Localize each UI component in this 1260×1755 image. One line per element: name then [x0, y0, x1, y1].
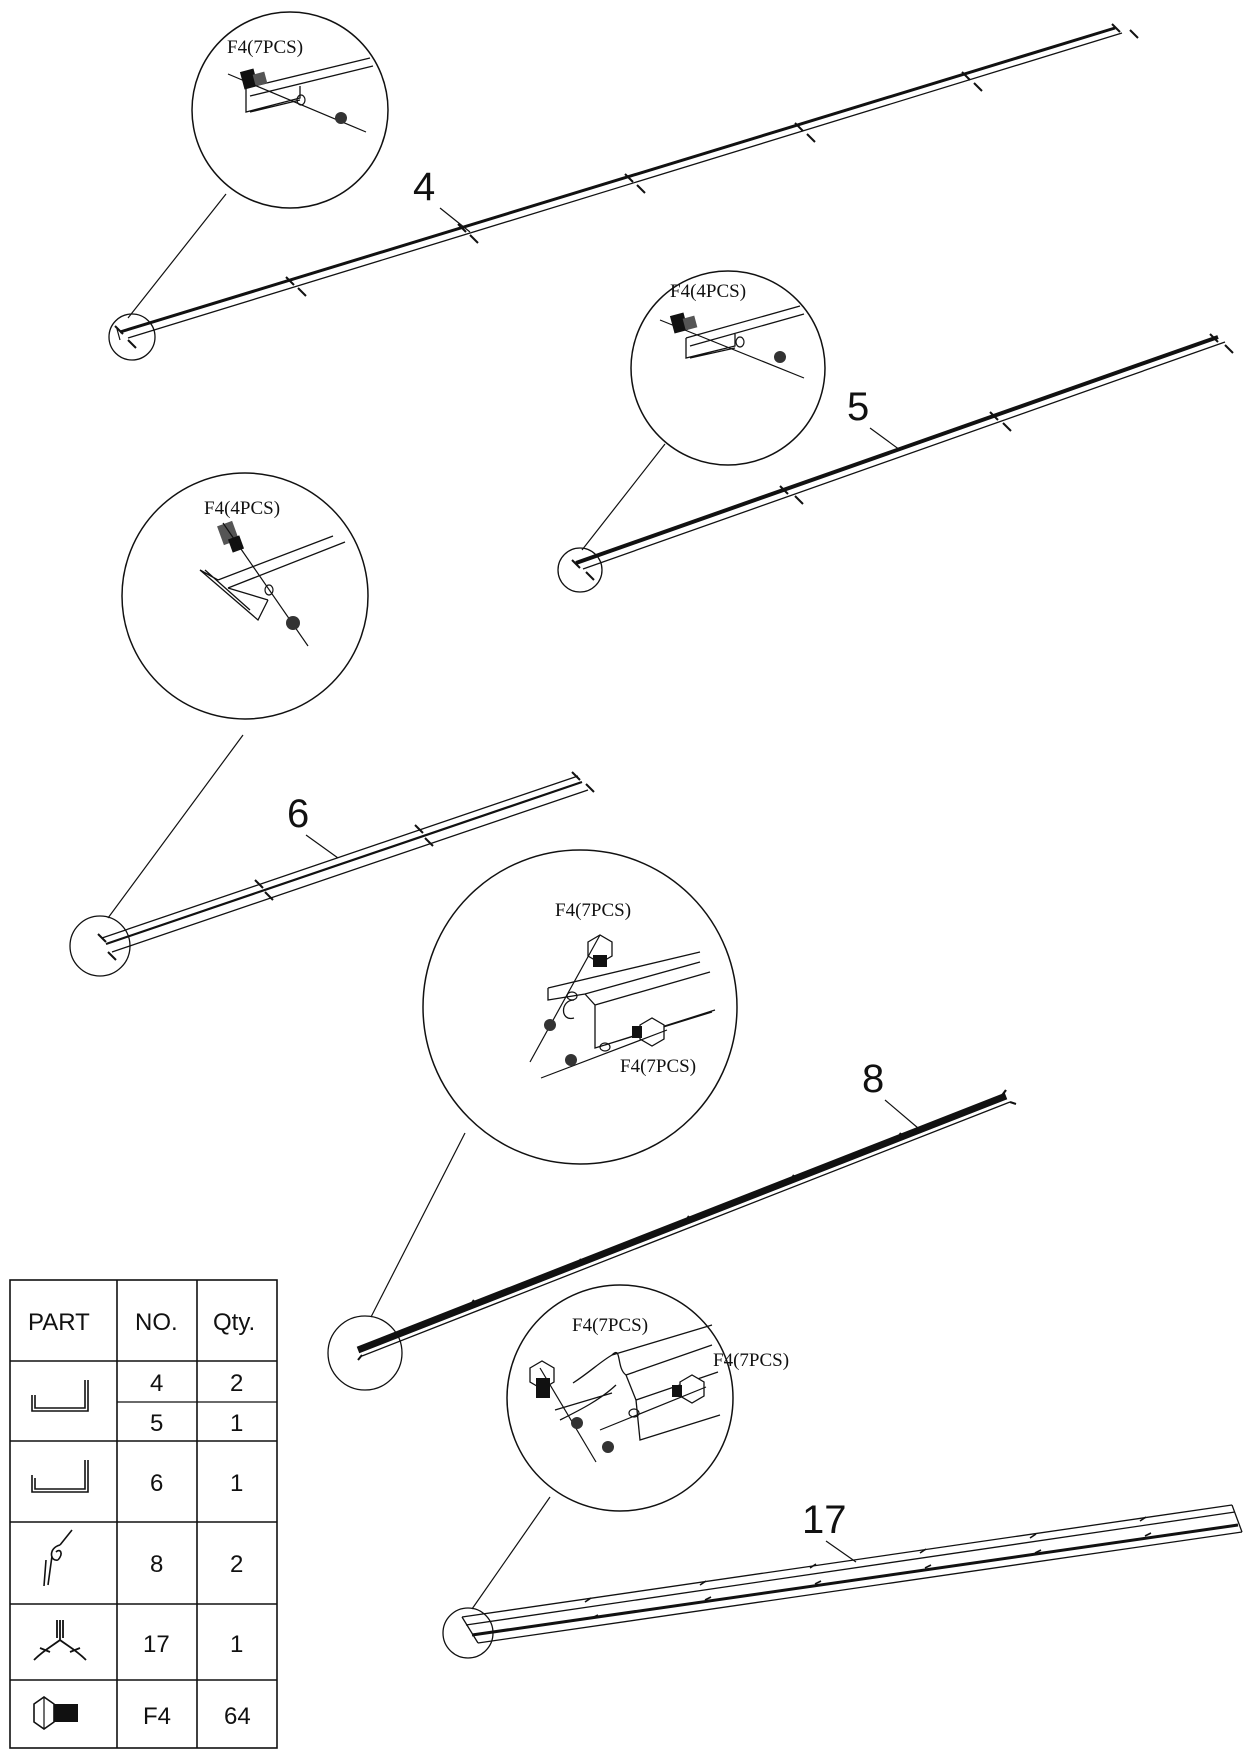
part-8-number: 8 — [862, 1057, 884, 1101]
part-17-detail-marker — [442, 1607, 494, 1659]
part-5-rail — [571, 333, 1234, 581]
table-row-6-qty: 64 — [224, 1703, 251, 1730]
part-6-detail-marker — [69, 915, 131, 977]
part-6-callout: F4(4PCS) — [204, 498, 280, 519]
bolt-icon — [239, 68, 268, 90]
part-5-number: 5 — [847, 385, 869, 429]
part-4-detail-marker — [108, 313, 156, 361]
part-8-group: F4(7PCS) F4(7PCS) 8 — [327, 849, 1017, 1391]
table-row-1-qty: 2 — [230, 1370, 243, 1397]
table-row-6-no: F4 — [143, 1703, 171, 1730]
part-17-callout-left: F4(7PCS) — [572, 1315, 648, 1336]
part-4-group: F4(7PCS) 4 — [108, 11, 1139, 361]
nut-icon — [774, 351, 786, 363]
bolt-icon — [529, 1360, 555, 1398]
table-row-4-qty: 2 — [230, 1551, 243, 1578]
part-4-callout: F4(7PCS) — [227, 37, 303, 58]
table-row-2-qty: 1 — [230, 1410, 243, 1437]
part-4-bolts — [114, 23, 1139, 349]
table-row-3-no: 6 — [150, 1470, 163, 1497]
part-6-number: 6 — [287, 792, 309, 836]
part-8-callout-bottom: F4(7PCS) — [620, 1056, 696, 1077]
nut-icon — [335, 112, 347, 124]
parts-table: PART NO. Qty. 4 2 5 1 6 1 8 2 17 1 F4 64 — [9, 1279, 278, 1749]
angle-profile-icon — [31, 1380, 89, 1412]
part-5-detail-marker — [557, 547, 603, 593]
part-17-callout-right: F4(7PCS) — [713, 1350, 789, 1371]
table-header-no: NO. — [135, 1309, 178, 1336]
nut-icon — [602, 1441, 614, 1453]
part-4-rail — [114, 23, 1139, 349]
part-6-rail — [97, 771, 595, 961]
part-17-number: 17 — [802, 1498, 847, 1542]
nut-icon — [565, 1054, 577, 1066]
channel-profile-icon — [31, 1460, 89, 1493]
nut-icon — [286, 616, 300, 630]
nut-icon — [571, 1417, 583, 1429]
part-17-detail-bubble: F4(7PCS) F4(7PCS) — [506, 1284, 789, 1512]
table-row-1-no: 4 — [150, 1370, 163, 1397]
part-8-callout-top: F4(7PCS) — [555, 900, 631, 921]
y-profile-icon — [33, 1620, 87, 1661]
nut-icon — [544, 1019, 556, 1031]
table-row-5-no: 17 — [143, 1631, 170, 1658]
table-row-3-qty: 1 — [230, 1470, 243, 1497]
hook-profile-icon — [43, 1529, 73, 1587]
part-5-group: F4(4PCS) 5 — [557, 270, 1234, 593]
part-5-detail-bubble: F4(4PCS) — [630, 270, 826, 466]
part-17-group: F4(7PCS) F4(7PCS) 17 — [442, 1284, 1243, 1659]
part-6-group: F4(4PCS) 6 — [69, 472, 595, 977]
part-5-callout: F4(4PCS) — [670, 281, 746, 302]
bolt-icon — [669, 312, 698, 334]
part-8-detail-marker — [327, 1315, 403, 1391]
table-row-2-no: 5 — [150, 1410, 163, 1437]
part-4-number: 4 — [413, 165, 435, 209]
part-8-rail — [356, 1089, 1017, 1361]
table-header-part: PART — [28, 1309, 90, 1336]
table-header-qty: Qty. — [213, 1309, 255, 1336]
bolt-icon — [632, 1017, 665, 1047]
part-8-detail-bubble: F4(7PCS) F4(7PCS) — [422, 849, 738, 1165]
bolt-icon — [33, 1696, 78, 1730]
table-row-5-qty: 1 — [230, 1631, 243, 1658]
part-4-detail-bubble: F4(7PCS) — [191, 11, 389, 209]
part-6-detail-bubble: F4(4PCS) — [121, 472, 369, 720]
table-row-4-no: 8 — [150, 1551, 163, 1578]
part-17-rail — [461, 1504, 1243, 1644]
bolt-icon — [672, 1374, 705, 1404]
